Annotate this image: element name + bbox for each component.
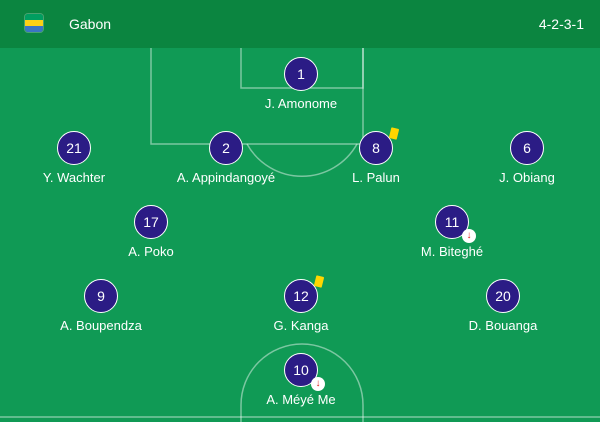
substitution-out-icon: ↓ — [462, 229, 476, 243]
player-name: A. Appindangoyé — [176, 170, 276, 185]
player-number: 10 — [293, 362, 309, 378]
yellow-card-icon — [388, 127, 400, 140]
player-wachter[interactable]: 21 Y. Wachter — [0, 131, 154, 186]
player-number-badge: 2 — [209, 131, 243, 165]
flag-band-green — [25, 14, 43, 20]
player-number: 12 — [293, 288, 309, 304]
player-name: A. Boupendza — [60, 318, 142, 333]
player-number-badge: 8 — [359, 127, 400, 165]
flag-band-blue — [25, 26, 43, 32]
player-number: 20 — [495, 288, 511, 304]
player-number: 11 — [444, 214, 460, 230]
player-number-badge: 11 ↓ — [435, 205, 476, 243]
player-number-badge: 6 — [510, 131, 544, 165]
player-number: 6 — [523, 140, 531, 156]
player-name: A. Poko — [128, 244, 174, 259]
player-name: L. Palun — [352, 170, 400, 185]
player-palun[interactable]: 8 L. Palun — [296, 127, 456, 186]
player-name: J. Amonome — [264, 96, 338, 111]
flag-band-yellow — [25, 20, 43, 26]
player-number-badge: 21 — [57, 131, 91, 165]
gabon-flag-icon — [25, 14, 43, 32]
player-number-badge: 10 ↓ — [284, 353, 325, 391]
player-name: D. Bouanga — [468, 318, 538, 333]
player-obiang[interactable]: 6 J. Obiang — [447, 131, 600, 186]
yellow-card-icon — [313, 275, 325, 288]
player-poko[interactable]: 17 A. Poko — [71, 205, 231, 260]
team-header: Gabon 4-2-3-1 — [0, 0, 600, 48]
player-number-badge: 12 — [284, 275, 325, 313]
player-name: Y. Wachter — [42, 170, 106, 185]
player-number-badge: 9 — [84, 279, 118, 313]
player-number-badge: 20 — [486, 279, 520, 313]
player-appindangoye[interactable]: 2 A. Appindangoyé — [146, 131, 306, 186]
player-name: J. Obiang — [499, 170, 555, 185]
player-kanga[interactable]: 12 G. Kanga — [221, 275, 381, 334]
player-biteghe[interactable]: 11 ↓ M. Biteghé — [372, 205, 532, 260]
player-boupendza[interactable]: 9 A. Boupendza — [21, 279, 181, 334]
player-number: 8 — [372, 140, 380, 156]
player-number: 9 — [97, 288, 105, 304]
player-bouanga[interactable]: 20 D. Bouanga — [423, 279, 583, 334]
center-circle — [240, 343, 364, 422]
player-number: 21 — [66, 140, 82, 156]
player-name: G. Kanga — [273, 318, 329, 333]
player-number-badge: 1 — [284, 57, 318, 91]
player-number: 2 — [222, 140, 230, 156]
player-number: 17 — [143, 214, 159, 230]
player-meye-me[interactable]: 10 ↓ A. Méyé Me — [221, 353, 381, 408]
player-amonome[interactable]: 1 J. Amonome — [221, 57, 381, 112]
player-number-badge: 17 — [134, 205, 168, 239]
formation-label: 4-2-3-1 — [538, 16, 584, 32]
substitution-out-icon: ↓ — [311, 377, 325, 391]
player-name: A. Méyé Me — [266, 392, 336, 407]
penalty-arc — [246, 143, 358, 177]
player-number: 1 — [297, 66, 305, 82]
team-name: Gabon — [69, 16, 112, 32]
player-name: M. Biteghé — [420, 244, 484, 259]
